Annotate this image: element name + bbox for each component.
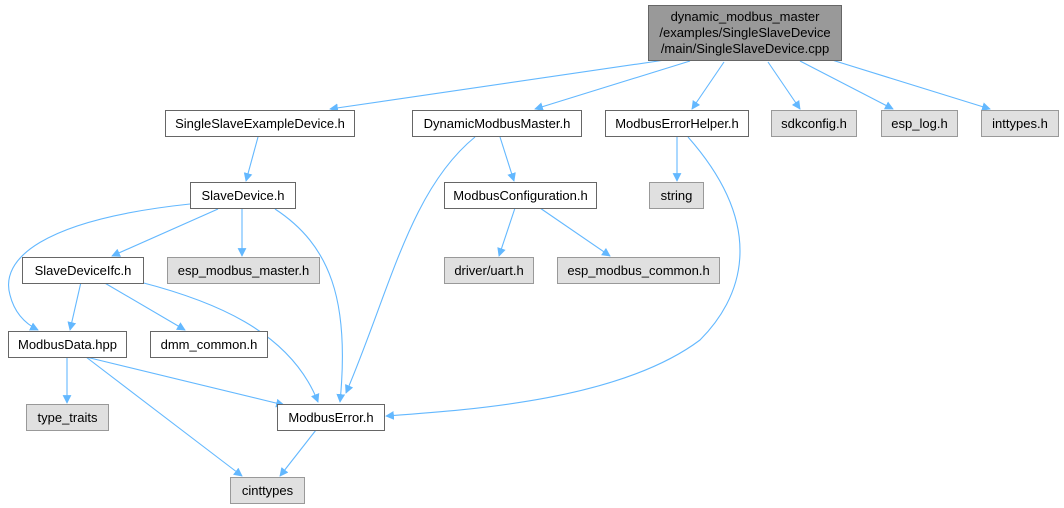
edge-root-to-modbuserrorhelper	[691, 61, 725, 110]
node-string: string	[649, 182, 704, 209]
node-espmodbusmaster: esp_modbus_master.h	[167, 257, 320, 284]
node-inttypes: inttypes.h	[981, 110, 1059, 137]
node-modbuserrorhelper[interactable]: ModbusErrorHelper.h	[605, 110, 749, 137]
root-node-line-1: dynamic_modbus_master	[670, 9, 820, 24]
edge-modbuserrorhelper-to-modbuserror	[385, 136, 741, 420]
edge-slavedevice-to-slavedeviceifc	[111, 208, 219, 257]
edge-modbusconfiguration-to-espmodbuscommon	[539, 207, 611, 257]
node-modbusdata[interactable]: ModbusData.hpp	[8, 331, 127, 358]
node-typetraits: type_traits	[26, 404, 109, 431]
node-dmmcommon[interactable]: dmm_common.h	[150, 331, 268, 358]
node-slavedeviceifc[interactable]: SlaveDeviceIfc.h	[22, 257, 144, 284]
node-driveruart: driver/uart.h	[444, 257, 534, 284]
edge-root-to-sdkconfig	[767, 61, 801, 110]
node-modbusconfiguration[interactable]: ModbusConfiguration.h	[444, 182, 597, 209]
node-sdkconfig: sdkconfig.h	[771, 110, 857, 137]
edge-modbusdata-to-modbuserror	[85, 356, 285, 408]
node-espmodbuscommon: esp_modbus_common.h	[557, 257, 720, 284]
edge-root-to-esplog	[799, 60, 894, 110]
root-node-line-2: /examples/SingleSlaveDevice	[659, 25, 831, 40]
node-slavedevice[interactable]: SlaveDevice.h	[190, 182, 296, 209]
node-esplog: esp_log.h	[881, 110, 958, 137]
edge-dynamicmodbusmaster-to-modbuserror	[345, 136, 476, 394]
edge-singleslaveexampledevice-to-slavedevice	[243, 136, 259, 182]
node-modbuserror[interactable]: ModbusError.h	[277, 404, 385, 431]
root-node-line-3: /main/SingleSlaveDevice.cpp	[660, 41, 830, 56]
edge-root-to-dynamicmodbusmaster	[534, 60, 691, 111]
root-node-singleslavedevice-cpp: dynamic_modbus_master /examples/SingleSl…	[648, 5, 842, 61]
edge-modbusconfiguration-to-driveruart	[497, 207, 516, 257]
edge-dynamicmodbusmaster-to-modbusconfiguration	[499, 136, 516, 182]
edge-modbusdata-to-cinttypes	[85, 356, 243, 477]
edge-slavedevice-to-modbusdata	[8, 203, 191, 331]
node-dynamicmodbusmaster[interactable]: DynamicModbusMaster.h	[412, 110, 582, 137]
edge-modbuserror-to-cinttypes	[279, 429, 317, 477]
edge-root-to-inttypes	[831, 59, 991, 111]
edge-root-to-singleslaveexampledevice	[329, 59, 666, 113]
node-cinttypes: cinttypes	[230, 477, 305, 504]
edge-slavedevice-to-modbuserror	[274, 208, 346, 403]
edge-slavedeviceifc-to-modbuserror	[139, 281, 320, 403]
edge-slavedeviceifc-to-modbusdata	[67, 281, 82, 331]
edge-slavedeviceifc-to-dmmcommon	[102, 281, 186, 331]
node-singleslaveexampledevice[interactable]: SingleSlaveExampleDevice.h	[165, 110, 355, 137]
